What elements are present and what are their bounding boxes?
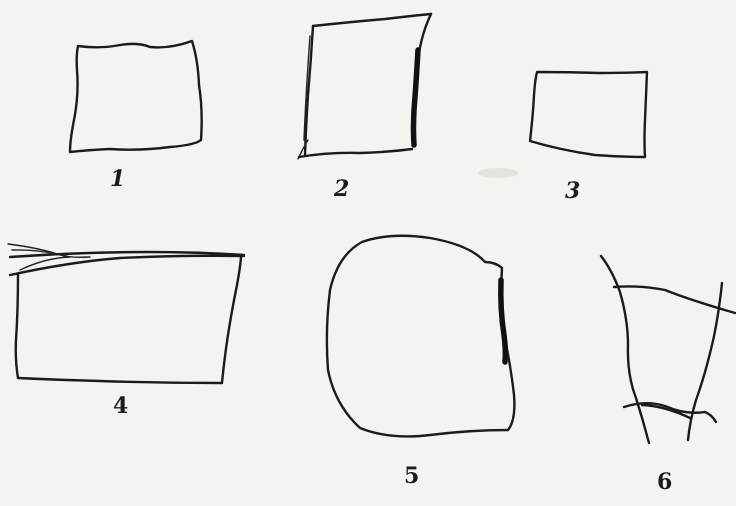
figure-number-2: 2 (334, 178, 349, 200)
figure-number-4: 4 (113, 395, 128, 417)
sketch-figure-3 (530, 72, 647, 157)
figure-number-1: 1 (110, 168, 125, 190)
sketch-figure-5 (327, 236, 515, 437)
sketch-figure-1 (70, 41, 202, 152)
sketch-figure-6 (601, 256, 735, 443)
figure-number-3: 3 (565, 180, 580, 202)
sketch-figure-4 (8, 244, 244, 383)
sketch-figure-2 (298, 14, 431, 159)
figure-number-5: 5 (404, 465, 419, 487)
figure-number-6: 6 (657, 471, 672, 493)
